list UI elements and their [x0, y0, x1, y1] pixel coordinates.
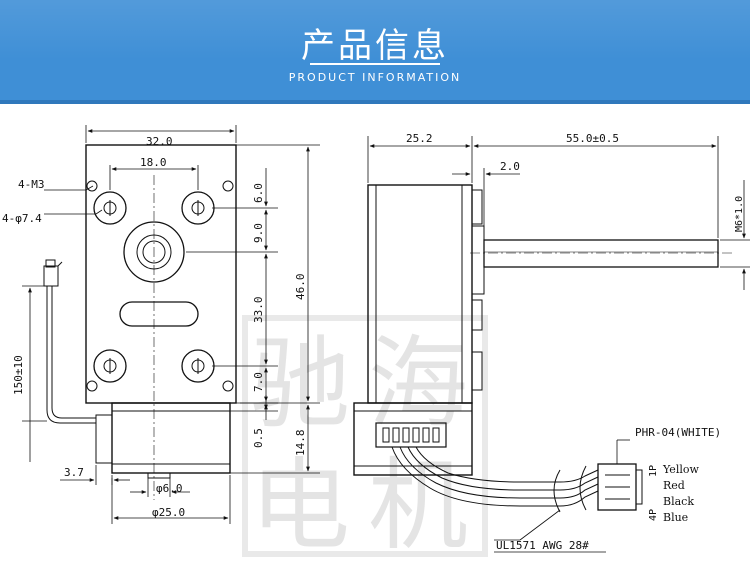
watermark-char-3: 电: [250, 447, 350, 564]
watermark-char-2: 海: [368, 325, 468, 442]
mounting-hole: [86, 180, 127, 225]
page-title: 产品信息: [301, 26, 449, 66]
wire-exit: [95, 414, 113, 464]
motor-housing: [353, 402, 473, 476]
dim-shaft-dia: 9.0: [252, 223, 265, 243]
shaft: [483, 239, 719, 268]
mounting-hole: [181, 180, 234, 225]
front-view: [43, 144, 237, 500]
connector-label: PHR-04(WHITE): [635, 426, 721, 439]
header-banner: 产品信息 PRODUCT INFORMATION: [0, 0, 750, 100]
slot: [119, 301, 199, 327]
side-view: [353, 184, 735, 513]
dim-width: 32.0: [146, 135, 173, 148]
pin-first-label: 1P: [648, 465, 659, 477]
housing-tab: [471, 299, 483, 331]
side-dimensions: [367, 136, 750, 553]
technical-drawing: 驰 海 电 机: [2, 125, 750, 564]
dim-bottom-offset: 7.0: [252, 372, 265, 392]
housing-tab: [471, 351, 483, 391]
wire-color-red: Red: [663, 479, 685, 492]
terminal-block: [375, 422, 447, 448]
motor-body: [111, 402, 231, 474]
dim-boss-dia: φ6.0: [156, 482, 183, 495]
housing-tab: [471, 189, 483, 225]
dim-hole-spacing: 18.0: [140, 156, 167, 169]
dim-vertical-spacing: 33.0: [252, 297, 265, 324]
banner-glow: [0, 0, 750, 100]
dim-shaft-length: 55.0±0.5: [566, 132, 619, 145]
front-labels: 32.0 18.0 4-M3 4-φ7.4 6.0 9.0 33.0 7.0 0…: [2, 135, 307, 519]
dim-connector-offset: 3.7: [64, 466, 84, 479]
watermark-char-1: 驰: [250, 325, 350, 442]
wire-color-blue: Blue: [663, 511, 688, 524]
side-labels: 25.2 55.0±0.5 2.0 M6*1.0 PHR-04(WHITE) U…: [406, 132, 745, 552]
mounting-hole: [181, 349, 234, 392]
mounting-hole: [86, 349, 127, 392]
dim-motor-gap: 0.5: [252, 428, 265, 448]
dim-top-offset: 6.0: [252, 183, 265, 203]
watermark-char-4: 机: [368, 447, 468, 564]
dim-height: 46.0: [294, 274, 307, 301]
dim-shaft-step: 2.0: [500, 160, 520, 173]
dim-motor-dia: φ25.0: [152, 506, 185, 519]
dim-shaft-thread: M6*1.0: [734, 196, 745, 232]
watermark: 驰 海 电 机: [242, 315, 488, 564]
wire-bundle: [391, 446, 599, 507]
dim-motor-height: 14.8: [294, 430, 307, 457]
wire-color-yellow: Yellow: [662, 463, 699, 476]
lead-wire: [51, 286, 96, 419]
label-screws: 4-M3: [18, 178, 45, 191]
dim-body-length: 25.2: [406, 132, 433, 145]
label-holes: 4-φ7.4: [2, 212, 42, 225]
dim-wire-length: 150±10: [12, 355, 25, 395]
motor-boss: [147, 472, 171, 479]
wire-color-black: Black: [663, 495, 694, 508]
wire-spec: UL1571 AWG 28#: [496, 539, 589, 552]
page-subtitle: PRODUCT INFORMATION: [288, 71, 462, 84]
shaft-step: [471, 225, 485, 295]
title-underline: [310, 63, 440, 65]
pin-last-label: 4P: [648, 509, 659, 521]
banner-strip: [0, 100, 750, 104]
front-dimensions: [22, 125, 320, 524]
